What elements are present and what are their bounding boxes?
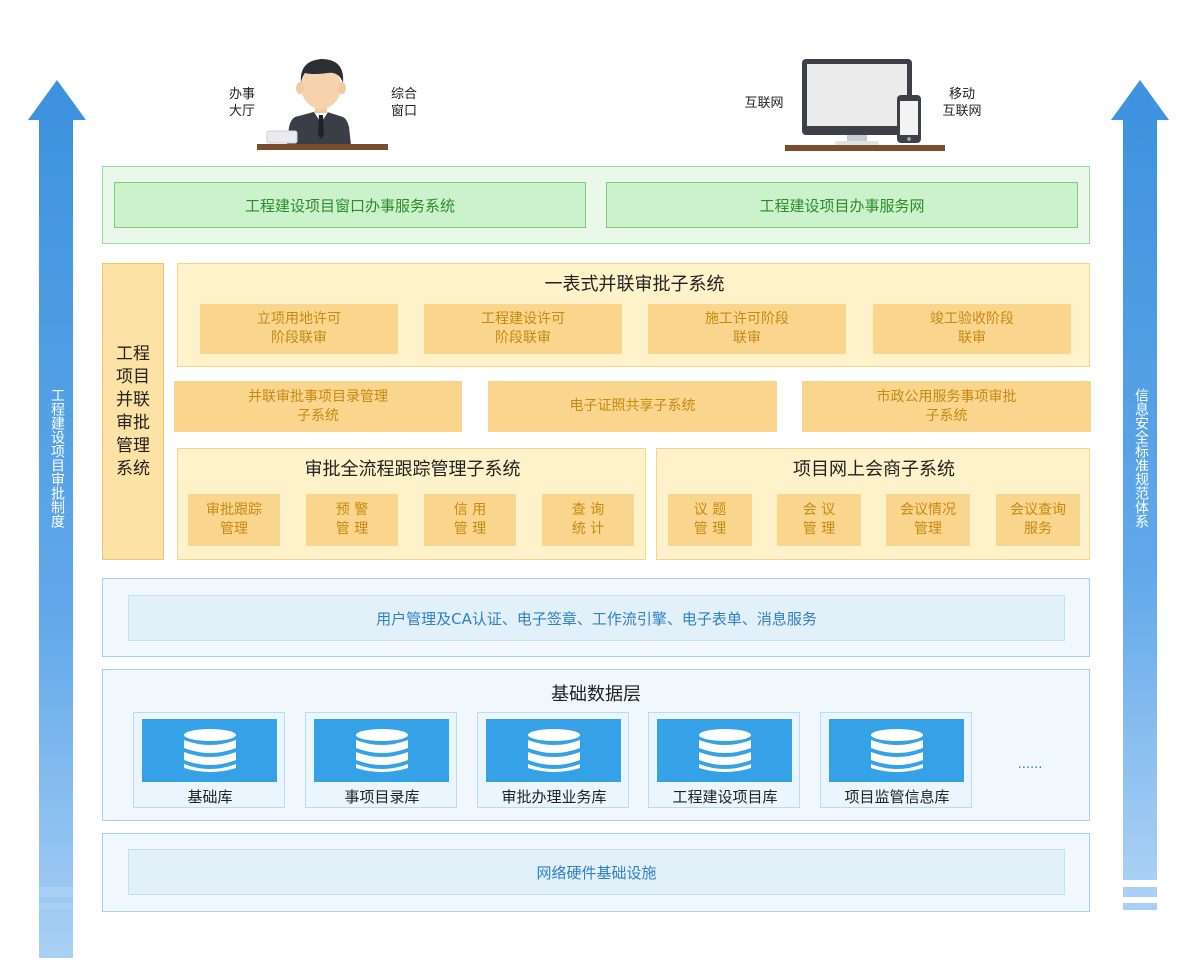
approval-management-system: 工程 项目 并联 审批 管理 系统 <box>102 263 164 560</box>
computer-phone-icon <box>785 57 945 153</box>
tracking-item: 预 警 管 理 <box>306 494 398 546</box>
right-arrow-stripe <box>1123 887 1157 897</box>
database-card: 工程建设项目库 <box>648 712 800 808</box>
municipal-service-subsystem: 市政公用服务事项审批 子系统 <box>802 381 1091 432</box>
left-arrow-shaft <box>39 120 73 958</box>
tracking-item: 查 询 统 计 <box>542 494 634 546</box>
catalog-management-subsystem: 并联审批事项目录管理 子系统 <box>174 381 462 432</box>
right-arrow-stripe <box>1123 903 1157 910</box>
left-arrow: 工程建设项目审批制度 <box>27 80 87 958</box>
more-databases: ...... <box>1017 756 1043 772</box>
database-icon <box>829 719 964 782</box>
internet-label: 互联网 <box>744 96 784 111</box>
window-label: 综合 窗口 <box>390 87 417 119</box>
left-arrow-label: 工程建设项目审批制度 <box>49 388 65 528</box>
left-arrow-stripe <box>39 903 73 910</box>
database-icon <box>657 719 792 782</box>
data-layer-title: 基础数据层 <box>551 684 641 705</box>
tracking-title: 审批全流程跟踪管理子系统 <box>304 459 521 480</box>
network-infrastructure: 网络硬件基础设施 <box>128 849 1065 895</box>
service-web: 工程建设项目办事服务网 <box>606 182 1078 228</box>
right-arrow-shaft <box>1123 120 1157 880</box>
right-arrow-label: 信息安全标准规范体系 <box>1133 388 1149 528</box>
left-arrow-stripe <box>39 887 73 897</box>
meeting-item: 会议情况 管理 <box>886 494 970 546</box>
database-card: 事项目录库 <box>305 712 457 808</box>
clerk-icon <box>255 55 390 151</box>
database-label: 项目监管信息库 <box>844 787 950 806</box>
one-form-item: 立项用地许可 阶段联审 <box>200 304 398 354</box>
online-meeting-title: 项目网上会商子系统 <box>793 459 955 480</box>
mobile-internet-label: 移动 互联网 <box>942 87 982 119</box>
database-label: 审批办理业务库 <box>501 787 607 806</box>
right-arrow-head <box>1111 80 1169 120</box>
tracking-item: 审批跟踪 管理 <box>188 494 280 546</box>
meeting-item: 会议查询 服务 <box>996 494 1080 546</box>
tracking-subsystem: 审批全流程跟踪管理子系统 审批跟踪 管理 预 警 管 理 信 用 管 理 查 询… <box>177 448 646 560</box>
office-hall-label: 办事 大厅 <box>228 87 255 119</box>
one-form-item: 工程建设许可 阶段联审 <box>424 304 622 354</box>
database-icon <box>314 719 449 782</box>
one-form-title: 一表式并联审批子系统 <box>544 274 725 295</box>
one-form-item: 竣工验收阶段 联审 <box>873 304 1071 354</box>
one-form-subsystem: 一表式并联审批子系统 立项用地许可 阶段联审 工程建设许可 阶段联审 施工许可阶… <box>177 263 1090 367</box>
database-icon <box>142 719 277 782</box>
database-card: 审批办理业务库 <box>477 712 629 808</box>
database-card: 基础库 <box>133 712 285 808</box>
e-license-subsystem: 电子证照共享子系统 <box>488 381 777 432</box>
database-icon <box>486 719 621 782</box>
tracking-item: 信 用 管 理 <box>424 494 516 546</box>
window-service-system: 工程建设项目窗口办事服务系统 <box>114 182 586 228</box>
left-arrow-head <box>28 80 86 120</box>
database-label: 事项目录库 <box>344 787 420 806</box>
online-meeting-subsystem: 项目网上会商子系统 议 题 管 理 会 议 管 理 会议情况 管理 会议查询 服… <box>656 448 1090 560</box>
database-label: 工程建设项目库 <box>672 787 778 806</box>
database-card: 项目监管信息库 <box>820 712 972 808</box>
one-form-item: 施工许可阶段 联审 <box>648 304 846 354</box>
meeting-item: 会 议 管 理 <box>777 494 861 546</box>
right-arrow: 信息安全标准规范体系 <box>1110 80 1170 912</box>
database-label: 基础库 <box>187 787 233 806</box>
support-services: 用户管理及CA认证、电子签章、工作流引擎、电子表单、消息服务 <box>128 595 1065 641</box>
meeting-item: 议 题 管 理 <box>668 494 752 546</box>
